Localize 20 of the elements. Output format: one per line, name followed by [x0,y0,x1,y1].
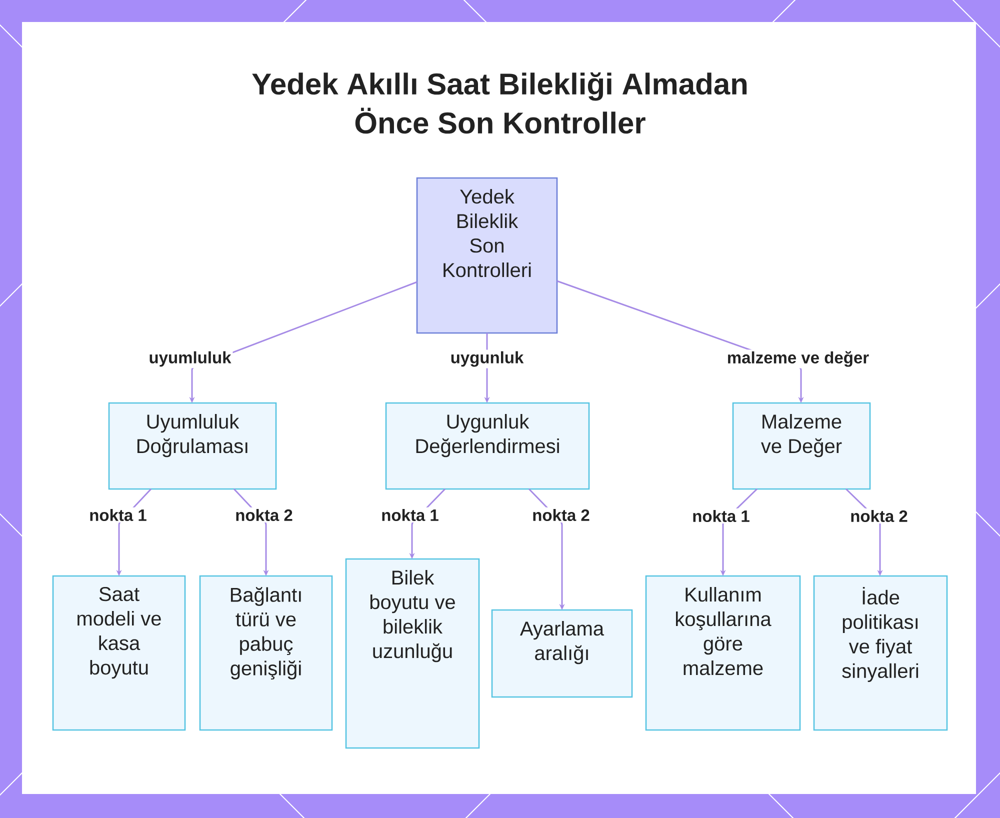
edge-label: uygunluk [448,350,526,368]
edge-label: nokta 1 [380,507,440,523]
edge-label: nokta 2 [234,507,294,523]
edge-label: nokta 1 [88,507,148,523]
branch-box: Uyumluluk Doğrulaması [108,402,277,490]
leaf-box: Bilek boyutu ve bileklik uzunluğu [345,558,480,749]
leaf-box: Bağlantı türü ve pabuç genişliği [199,575,333,731]
leaf-box: İade politikası ve fiyat sinyalleri [813,575,948,731]
edge-label: nokta 2 [530,507,592,523]
leaf-box: Kullanım koşullarına göre malzeme [645,575,801,731]
edge-label: uyumluluk [147,350,233,368]
root-box: Yedek Bileklik Son Kontrolleri [416,177,558,334]
edge-label: nokta 2 [848,508,910,524]
leaf-box: Saat modeli ve kasa boyutu [52,575,186,731]
branch-box: Uygunluk Değerlendirmesi [385,402,590,490]
leaf-box: Ayarlama aralığı [491,609,633,698]
edge-label: nokta 1 [690,508,752,524]
edge-label: malzeme ve değer [725,350,871,368]
title: Yedek Akıllı Saat Bilekliği Almadan Önce Son Kontroller [252,72,747,134]
branch-box: Malzeme ve Değer [732,402,871,490]
